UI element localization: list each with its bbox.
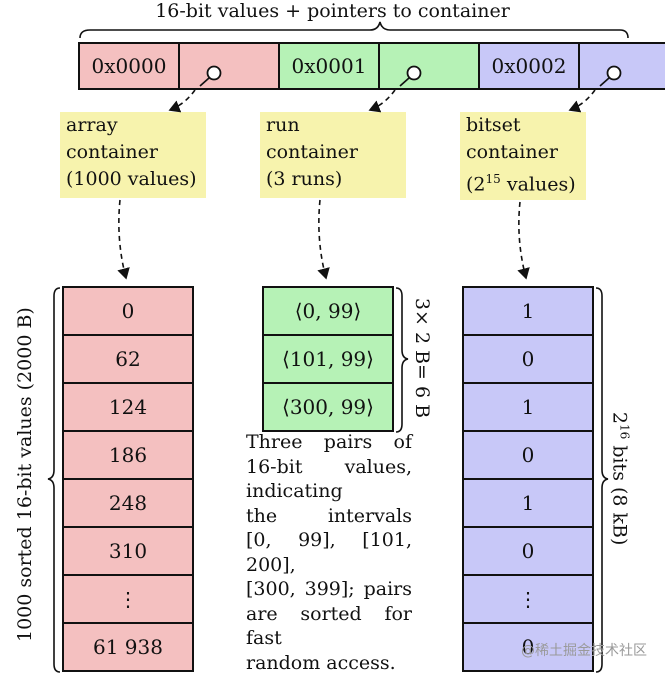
bit-cell: 0	[462, 622, 594, 672]
key-label-0: 0x0000	[91, 54, 167, 78]
run-container-column: ⟨0, 99⟩ ⟨101, 99⟩ ⟨300, 99⟩	[262, 286, 394, 432]
array-brace	[47, 287, 61, 673]
bit-ellipsis-cell: ⋮	[462, 574, 594, 624]
description-line: [300, 399]; pairs	[246, 578, 412, 600]
description-line: random access.	[246, 651, 396, 674]
note-line: array	[66, 114, 118, 136]
bit-cell: 0	[462, 430, 594, 480]
container-arrow	[317, 199, 330, 280]
key-label-1: 0x0001	[291, 54, 367, 78]
container-arrow	[117, 199, 130, 280]
description-line: [0, 99], [101, 200],	[246, 529, 412, 576]
watermark: @稀土掘金技术社区	[521, 643, 647, 659]
array-value-cell: 124	[62, 382, 194, 432]
description-line: Three pairs of	[246, 431, 412, 453]
pointer-stem	[599, 77, 610, 87]
array-value-cell: 62	[62, 334, 194, 384]
pointer-cell-2	[578, 42, 665, 90]
run-container-note: run container (3 runs)	[260, 112, 406, 198]
pointer-cell-1	[378, 42, 480, 90]
run-pair-cell: ⟨101, 99⟩	[262, 334, 394, 384]
pointer-arrow	[368, 89, 396, 113]
note-line: run	[266, 114, 300, 136]
array-value-cell: 0	[62, 286, 194, 336]
array-ellipsis-cell: ⋮	[62, 574, 194, 624]
bitset-brace	[595, 287, 609, 673]
note-line: container	[466, 141, 558, 163]
pointer-stem	[399, 77, 410, 87]
note-line: (3 runs)	[266, 168, 343, 190]
run-pair-cell: ⟨300, 99⟩	[262, 382, 394, 432]
run-brace	[395, 287, 409, 433]
bit-cell: 1	[462, 286, 594, 336]
pointer-arrow	[568, 89, 596, 113]
description-line: indicating	[246, 480, 343, 502]
pointer-circle-icon	[206, 65, 222, 81]
note-line: (1000 values)	[66, 168, 197, 190]
bit-cell: 1	[462, 478, 594, 528]
pointer-circle-icon	[406, 65, 422, 81]
diagram-title: 16-bit values + pointers to container	[155, 0, 510, 22]
key-label-2: 0x0002	[491, 54, 567, 78]
description-line: the intervals	[246, 504, 412, 527]
array-container-note: array container (1000 values)	[60, 112, 206, 198]
pointer-circle-icon	[606, 65, 622, 81]
array-container-column: 0 62 124 186 248 310 ⋮ 61 938	[62, 286, 194, 672]
description-line: 16-bit values,	[246, 455, 412, 478]
key-cell-2: 0x0002	[478, 42, 580, 90]
run-description: Three pairs of 16-bit values, indicating…	[246, 430, 412, 675]
note-line: (215 values)	[466, 172, 576, 196]
bitset-container-column: 1 0 1 0 1 0 ⋮ 0	[462, 286, 594, 672]
note-line: container	[266, 141, 358, 163]
array-value-cell: 61 938	[62, 622, 194, 672]
container-arrow	[517, 201, 530, 280]
note-line: bitset	[466, 114, 521, 136]
key-cell-1: 0x0001	[278, 42, 380, 90]
bitset-container-note: bitset container (215 values)	[460, 112, 586, 200]
description-line: are sorted for fast	[246, 602, 412, 650]
pointer-stem	[199, 77, 210, 87]
top-brace	[79, 21, 629, 39]
pointer-arrow	[168, 89, 196, 113]
note-line: container	[66, 141, 158, 163]
